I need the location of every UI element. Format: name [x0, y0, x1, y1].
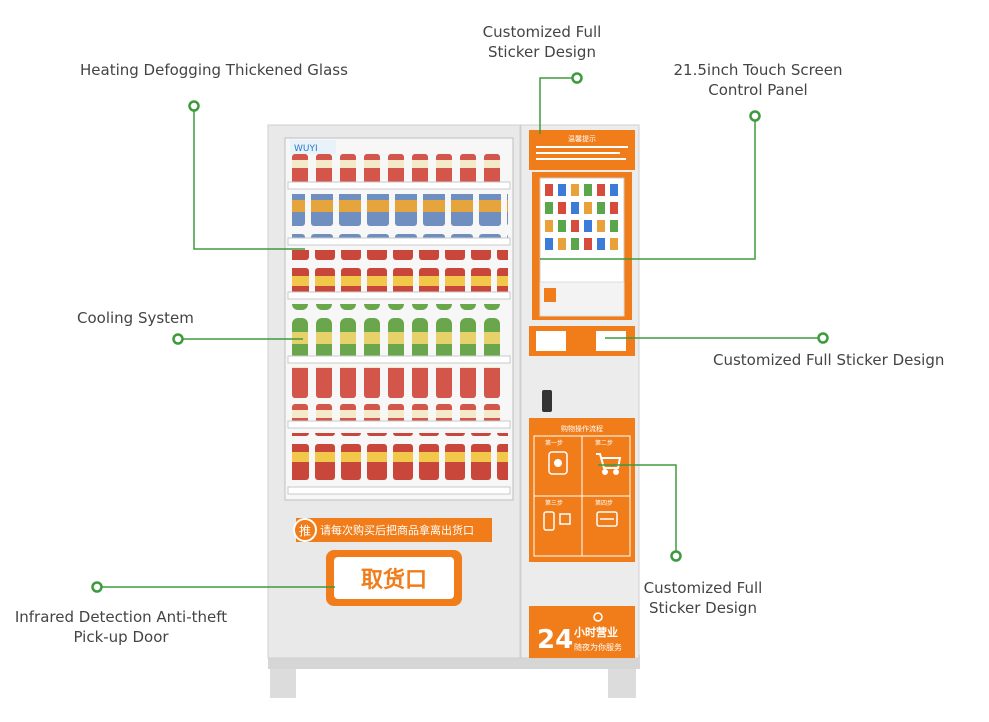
- hours-panel: [529, 606, 635, 658]
- label-door-line2: Pick-up Door: [73, 628, 169, 646]
- callout-dot-sticker-top: [571, 72, 583, 84]
- product-row-4: [292, 304, 508, 356]
- slogan-mark: 推: [299, 524, 311, 538]
- machine-foot-right: [608, 668, 636, 698]
- callout-dot-sticker-bottom: [670, 550, 682, 562]
- screen-cart-icon: [544, 288, 556, 302]
- machine-foot-left: [270, 668, 296, 698]
- label-touch: 21.5inch Touch Screen Control Panel: [668, 60, 848, 100]
- callout-dot-cooling: [172, 333, 184, 345]
- label-sticker-mid: Customized Full Sticker Design: [713, 351, 945, 369]
- label-sticker-top: Customized Full Sticker Design: [462, 22, 622, 62]
- logo-text: WUYI: [294, 144, 318, 154]
- step-1: 第一步: [545, 439, 563, 447]
- phone-scan-icon: [543, 511, 571, 531]
- hours-text: 小时营业: [573, 625, 618, 639]
- top-sticker-lines: [536, 146, 628, 160]
- label-touch-line1: 21.5inch Touch Screen: [673, 61, 843, 79]
- top-sticker-panel: [529, 130, 635, 170]
- pickup-box-icon: [596, 511, 618, 527]
- product-row-1: [292, 152, 508, 182]
- label-cooling: Cooling System: [77, 309, 194, 327]
- label-sticker-top-line1: Customized Full: [482, 23, 602, 41]
- slogan-text: 请每次购买后把商品拿离出货口: [320, 523, 474, 537]
- payment-alipay: [536, 331, 566, 351]
- hours-sub: 随夜为你服务: [574, 642, 622, 652]
- label-sticker-bottom: Customized Full Sticker Design: [628, 578, 778, 618]
- slogan-mark-circle: [293, 518, 317, 542]
- payment-wechat: [596, 331, 626, 351]
- callout-dot-door: [91, 581, 103, 593]
- label-door-line1: Infrared Detection Anti-theft: [14, 608, 228, 626]
- screen-product-grid: [545, 184, 618, 250]
- step-2: 第二步: [595, 439, 613, 447]
- callout-dot-touch: [749, 110, 761, 122]
- step-4: 第四步: [595, 499, 613, 507]
- product-row-2: [292, 194, 508, 238]
- shelves: [287, 181, 511, 495]
- slogan-strip: [296, 518, 492, 542]
- hand-tap-icon: [548, 451, 568, 475]
- door-lock: [542, 390, 552, 412]
- callout-lines: [97, 77, 823, 588]
- label-sticker-top-line2: Sticker Design: [488, 43, 596, 61]
- brand-logo: [290, 140, 336, 154]
- callout-dots: [91, 72, 829, 593]
- callout-dot-glass: [188, 100, 200, 112]
- process-title: 购物操作流程: [561, 424, 603, 433]
- callout-dot-sticker-mid: [817, 332, 829, 344]
- label-sticker-bottom-line1: Customized Full: [643, 579, 763, 597]
- product-row-6: [292, 433, 508, 485]
- pickup-text: 取货口: [361, 567, 427, 593]
- product-row-3: [292, 250, 508, 292]
- product-row-5: [292, 367, 508, 421]
- sun-icon: [593, 612, 603, 622]
- label-touch-line2: Control Panel: [708, 81, 808, 99]
- step-3: 第三步: [545, 499, 563, 507]
- label-sticker-bottom-line2: Sticker Design: [649, 599, 757, 617]
- cart-icon: [596, 453, 622, 475]
- label-door: Infrared Detection Anti-theft Pick-up Do…: [8, 607, 234, 647]
- top-sticker-title: 温馨提示: [568, 134, 596, 143]
- label-glass: Heating Defogging Thickened Glass: [80, 61, 348, 79]
- pickup-door-inner: [334, 557, 454, 599]
- hours-number: 24: [537, 625, 573, 655]
- process-steps-grid: [533, 435, 631, 557]
